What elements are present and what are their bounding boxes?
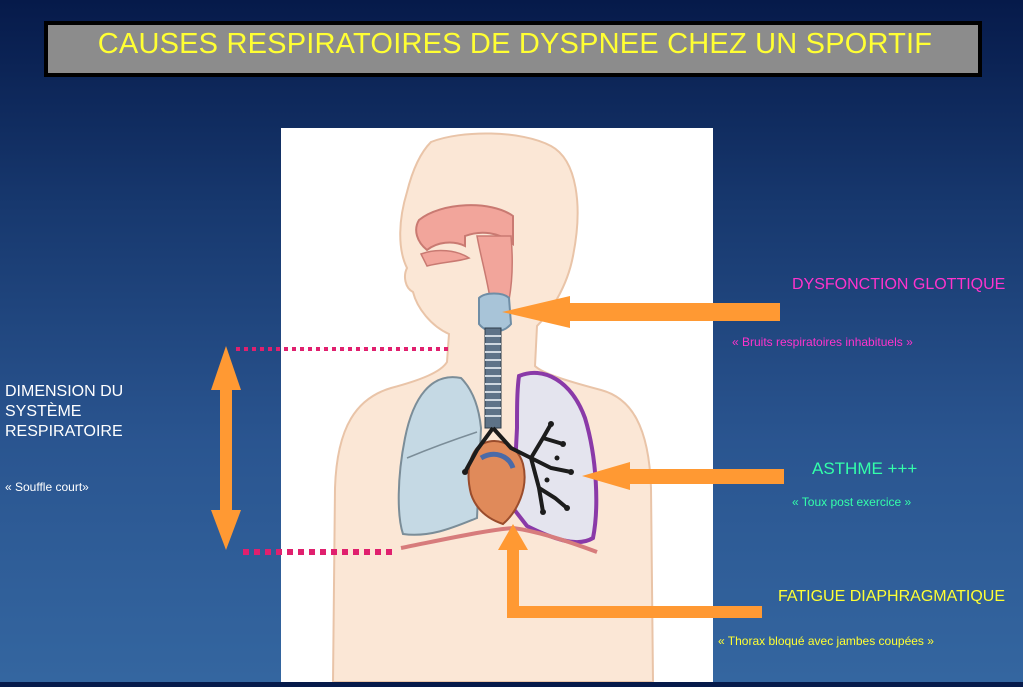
- glottic-arrow: [502, 296, 780, 328]
- asthme-subtitle: « Toux post exercice »: [792, 495, 911, 509]
- glottic-subtitle: « Bruits respiratoires inhabituels »: [732, 335, 913, 349]
- fatigue-arrow: [498, 524, 762, 618]
- dimension-subtitle: « Souffle court»: [5, 480, 89, 494]
- dimension-double-arrow: [211, 346, 241, 550]
- glottic-title: DYSFONCTION GLOTTIQUE: [792, 276, 1005, 294]
- fatigue-title: FATIGUE DIAPHRAGMATIQUE: [778, 587, 1018, 607]
- dimension-title: DIMENSION DU SYSTÈME RESPIRATOIRE: [5, 382, 175, 442]
- asthme-arrow: [582, 462, 784, 490]
- asthme-title: ASTHME +++: [812, 459, 917, 479]
- fatigue-subtitle: « Thorax bloqué avec jambes coupées »: [718, 634, 934, 648]
